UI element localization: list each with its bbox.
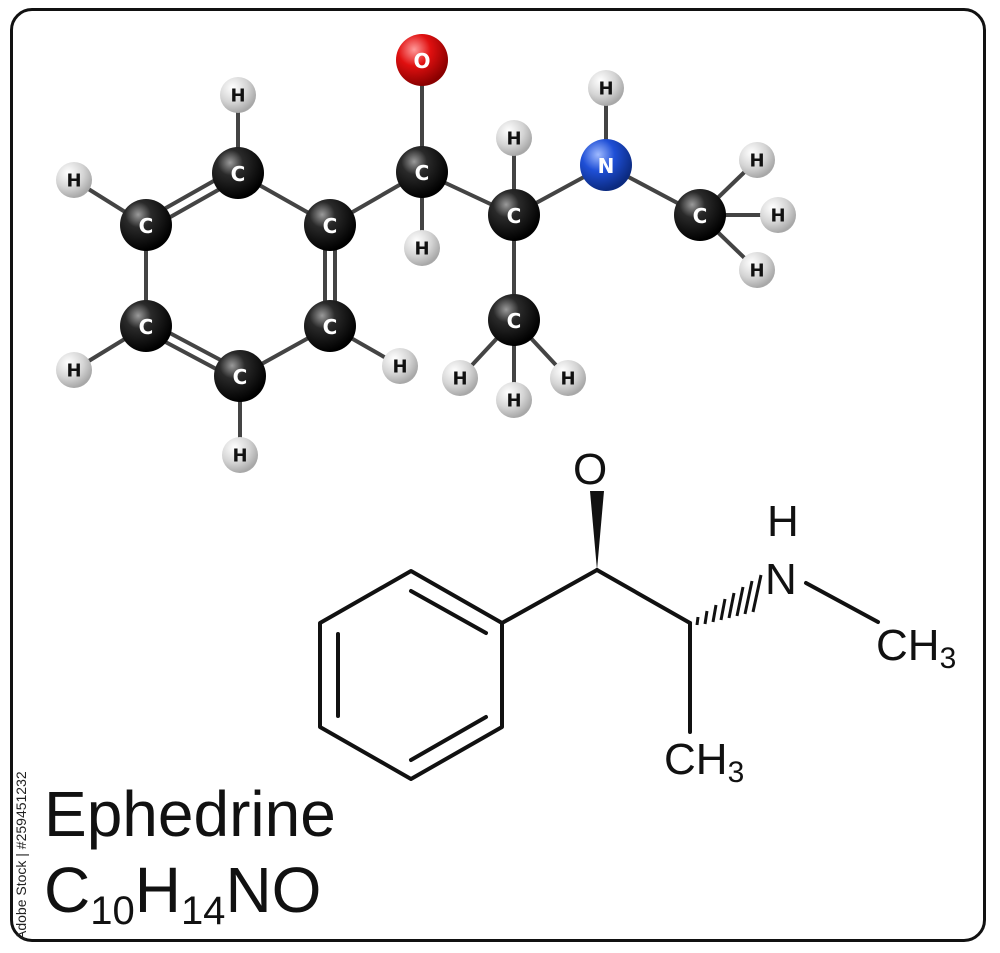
carbon-ball [674,189,726,241]
hydrogen-symbol: H [506,129,521,150]
hydrogen-atom: H [550,360,586,396]
nitrogen-atom: N [580,139,632,191]
oxygen-atom: O [396,34,448,86]
hydrogen-atom: H [496,120,532,156]
skeletal-methyl-right-label: CH3 [876,621,956,675]
hydrogen-ball [496,382,532,418]
hydrogen-symbol: H [749,151,764,172]
hydrogen-symbol: H [749,261,764,282]
carbon-symbol: C [231,162,246,186]
carbon-ball [120,300,172,352]
wedge-bond-oxygen [590,491,604,570]
carbon-symbol: C [507,204,522,228]
hydrogen-atom: H [404,230,440,266]
hydrogen-ball [739,252,775,288]
hydrogen-symbol: H [452,369,467,390]
hydrogen-ball [404,230,440,266]
carbon-ball [304,199,356,251]
carbon-symbol: C [693,204,708,228]
hydrogen-ball [222,437,258,473]
carbon-atom: C [674,189,726,241]
ring-double-bond [409,715,488,762]
carbon-ball [396,146,448,198]
hydrogen-symbol: H [230,86,245,107]
carbon-atom: C [488,294,540,346]
ball-stick-atoms: C C C C C C C C C C O N H H H H H H H H H H H H H H [56,34,796,473]
hydrogen-symbol: H [598,79,613,100]
hydrogen-atom: H [739,252,775,288]
carbon-atom: C [120,300,172,352]
hydrogen-atom: H [56,352,92,388]
hydrogen-ball [496,120,532,156]
hydrogen-ball [550,360,586,396]
skeletal-methyl-bottom-label: CH3 [664,735,744,789]
hashed-wedge-bond [695,574,763,626]
hydrogen-atom: H [56,162,92,198]
hydrogen-ball [442,360,478,396]
molecular-formula: C10H14NO [44,854,321,933]
carbon-atom: C [304,300,356,352]
carbon-atom: C [212,147,264,199]
diagram-frame [10,8,986,942]
hydrogen-symbol: H [66,361,81,382]
hydrogen-atom: H [588,70,624,106]
hydrogen-symbol: H [232,446,247,467]
carbon-ball [214,350,266,402]
hydrogen-atom: H [220,77,256,113]
hydrogen-atom: H [222,437,258,473]
nitrogen-ball [580,139,632,191]
carbon-symbol: C [507,309,522,333]
carbon-symbol: C [233,365,248,389]
carbon-atom: C [214,350,266,402]
hydrogen-atom: H [382,348,418,384]
molecule-name: Ephedrine [44,778,336,850]
bond-c1-c2 [595,568,692,625]
hydrogen-ball [760,197,796,233]
carbon-ball [488,294,540,346]
nitrogen-symbol: N [598,154,615,178]
oxygen-symbol: O [413,49,430,73]
carbon-symbol: C [323,214,338,238]
carbon-atom: C [396,146,448,198]
hydrogen-symbol: H [66,171,81,192]
carbon-atom: C [488,189,540,241]
hydrogen-atom: H [760,197,796,233]
hydrogen-ball [56,162,92,198]
hydrogen-symbol: H [770,206,785,227]
stock-watermark: Adobe Stock | #259451232 [13,771,29,940]
carbon-ball [212,147,264,199]
hydrogen-ball [220,77,256,113]
hydrogen-symbol: H [392,357,407,378]
skeletal-nh-hydrogen-label: H [767,497,799,546]
carbon-atom: C [120,199,172,251]
hydrogen-ball [56,352,92,388]
oxygen-ball [396,34,448,86]
hydrogen-atom: H [496,382,532,418]
hydrogen-ball [382,348,418,384]
carbon-symbol: C [139,315,154,339]
carbon-symbol: C [323,315,338,339]
hydrogen-atom: H [442,360,478,396]
carbon-symbol: C [139,214,154,238]
ring-double-bond [409,589,488,635]
hydrogen-symbol: H [506,391,521,412]
carbon-ball [304,300,356,352]
hydrogen-atom: H [739,142,775,178]
skeletal-nitrogen-label: N [765,555,797,604]
hydrogen-symbol: H [414,239,429,260]
hydrogen-ball [588,70,624,106]
hydrogen-symbol: H [560,369,575,390]
carbon-ball [120,199,172,251]
bond-n-methyl [804,581,880,624]
carbon-symbol: C [415,161,430,185]
carbon-ball [488,189,540,241]
skeletal-oxygen-label: O [573,445,607,494]
hydrogen-ball [739,142,775,178]
skeletal-formula [318,568,880,781]
carbon-atom: C [304,199,356,251]
bond-ring-c1 [500,568,599,625]
benzene-ring [318,569,504,781]
